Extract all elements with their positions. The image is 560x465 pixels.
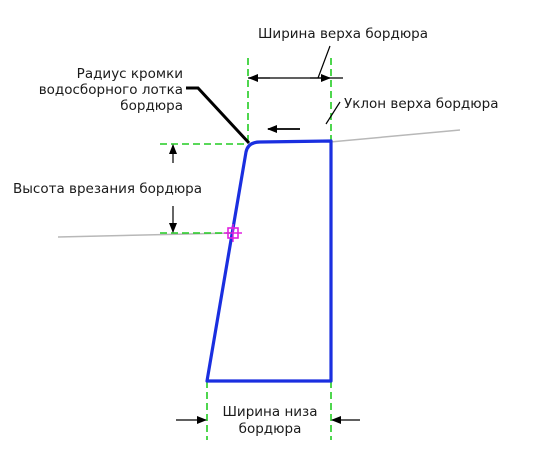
ground-line-left: [57, 232, 234, 238]
gutter-radius-leader: [186, 86, 251, 145]
top-width-label: Ширина верха бордюра: [258, 26, 428, 42]
top-width-leader: [317, 45, 331, 79]
bottom-width-label-line1: Ширина низа: [223, 404, 318, 420]
curb-outline: [205, 139, 333, 383]
top-slope-label: Уклон верха бордюра: [344, 96, 498, 112]
gutter-radius-label-line2: водосборного лотка: [39, 82, 183, 98]
gutter-radius-label-line1: Радиус кромки: [77, 66, 183, 82]
insertion-point-marker: [224, 224, 242, 242]
insertion-height-label: Высота врезания бордюра: [13, 181, 202, 197]
ground-line-right: [329, 129, 461, 143]
bottom-width-label-line2: бордюра: [239, 421, 302, 437]
gutter-radius-label-line3: бордюра: [120, 98, 183, 114]
top-slope-leader: [325, 101, 341, 125]
